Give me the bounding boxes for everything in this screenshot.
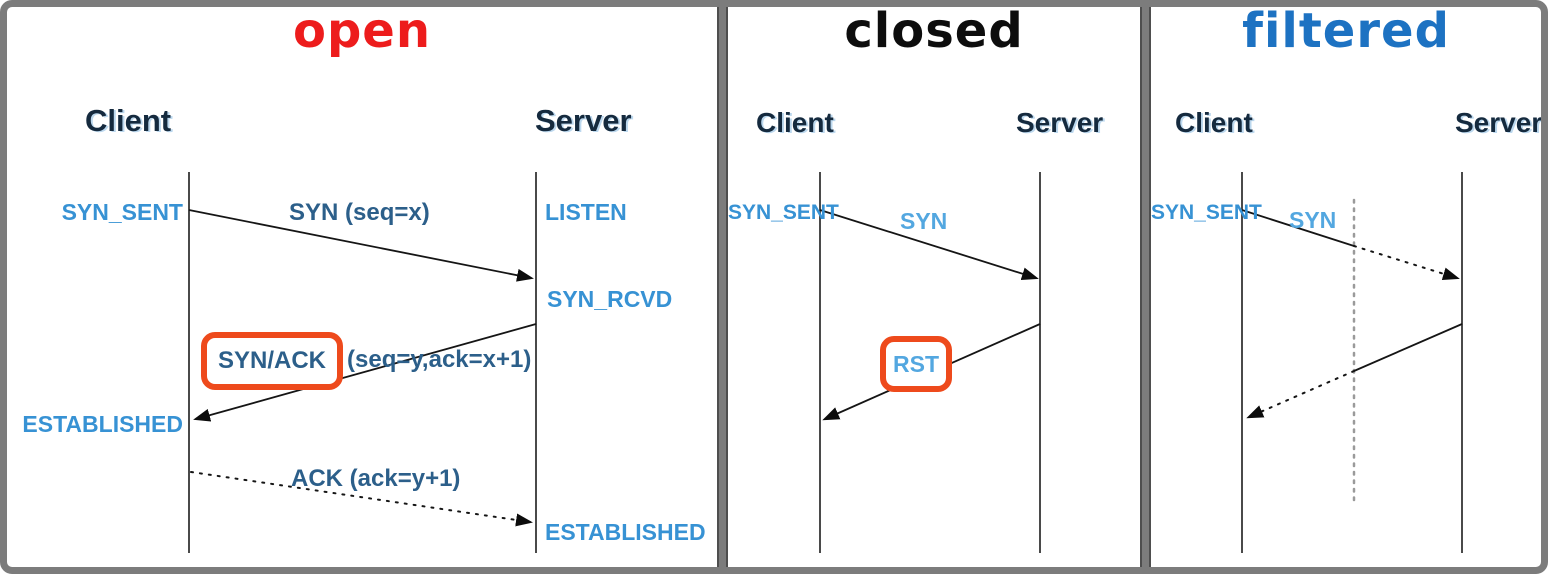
panel-filtered-title: filtered — [1242, 3, 1450, 59]
server-label: Server — [1455, 107, 1543, 138]
reply-arrow-dotted-segment — [1246, 370, 1355, 419]
ack-arrow-dotted — [190, 471, 533, 527]
synack-message-label: SYN/ACK — [217, 347, 326, 374]
syn-message-label: SYN (seq=x) — [289, 199, 430, 226]
panel-open-title: open — [292, 3, 432, 59]
client-state-syn-sent: SYN_SENT — [61, 199, 183, 225]
client-state-syn-sent: SYN_SENT — [1151, 201, 1262, 224]
ack-message-label: ACK (ack=y+1) — [291, 465, 461, 492]
synack-highlight-box: SYN/ACK — [201, 332, 343, 390]
client-label: Client — [85, 103, 172, 138]
synack-arrow — [193, 323, 537, 422]
rst-message-label: RST — [893, 350, 939, 377]
syn-arrow — [819, 209, 1039, 280]
panel-filtered: filtered Client Server SYN_SENT SYN — [1151, 7, 1541, 567]
reply-arrow-solid-segment — [1353, 323, 1463, 372]
syn-arrow — [188, 209, 534, 282]
syn-arrow-dotted-segment — [1353, 245, 1460, 281]
server-state-established: ESTABLISHED — [545, 519, 706, 545]
server-state-listen: LISTEN — [545, 199, 627, 225]
sequence-diagram-open — [188, 172, 537, 553]
panel-divider — [717, 7, 728, 567]
sequence-diagram-closed — [819, 172, 1041, 553]
syn-message-label: SYN — [1289, 207, 1337, 233]
panel-open: open Client Server SYN_SENT LISTEN SYN_R… — [7, 7, 717, 567]
server-state-syn-rcvd: SYN_RCVD — [547, 286, 673, 312]
panel-divider — [1140, 7, 1151, 567]
client-label: Client — [1175, 107, 1253, 138]
panel-closed-title: closed — [844, 3, 1024, 59]
syn-message-label: SYN — [900, 208, 948, 234]
syn-arrow-solid-segment — [1241, 209, 1355, 247]
client-label: Client — [756, 107, 834, 138]
panel-closed: closed Client Server SYN_SENT SYN RST — [728, 7, 1140, 567]
server-label: Server — [1016, 107, 1104, 138]
synack-params-label: (seq=y,ack=x+1) — [347, 346, 532, 373]
rst-highlight-box: RST — [880, 336, 952, 392]
client-state-syn-sent: SYN_SENT — [728, 201, 839, 224]
sequence-diagram-filtered — [1241, 172, 1463, 553]
client-state-established: ESTABLISHED — [22, 411, 183, 437]
server-label: Server — [535, 103, 632, 138]
